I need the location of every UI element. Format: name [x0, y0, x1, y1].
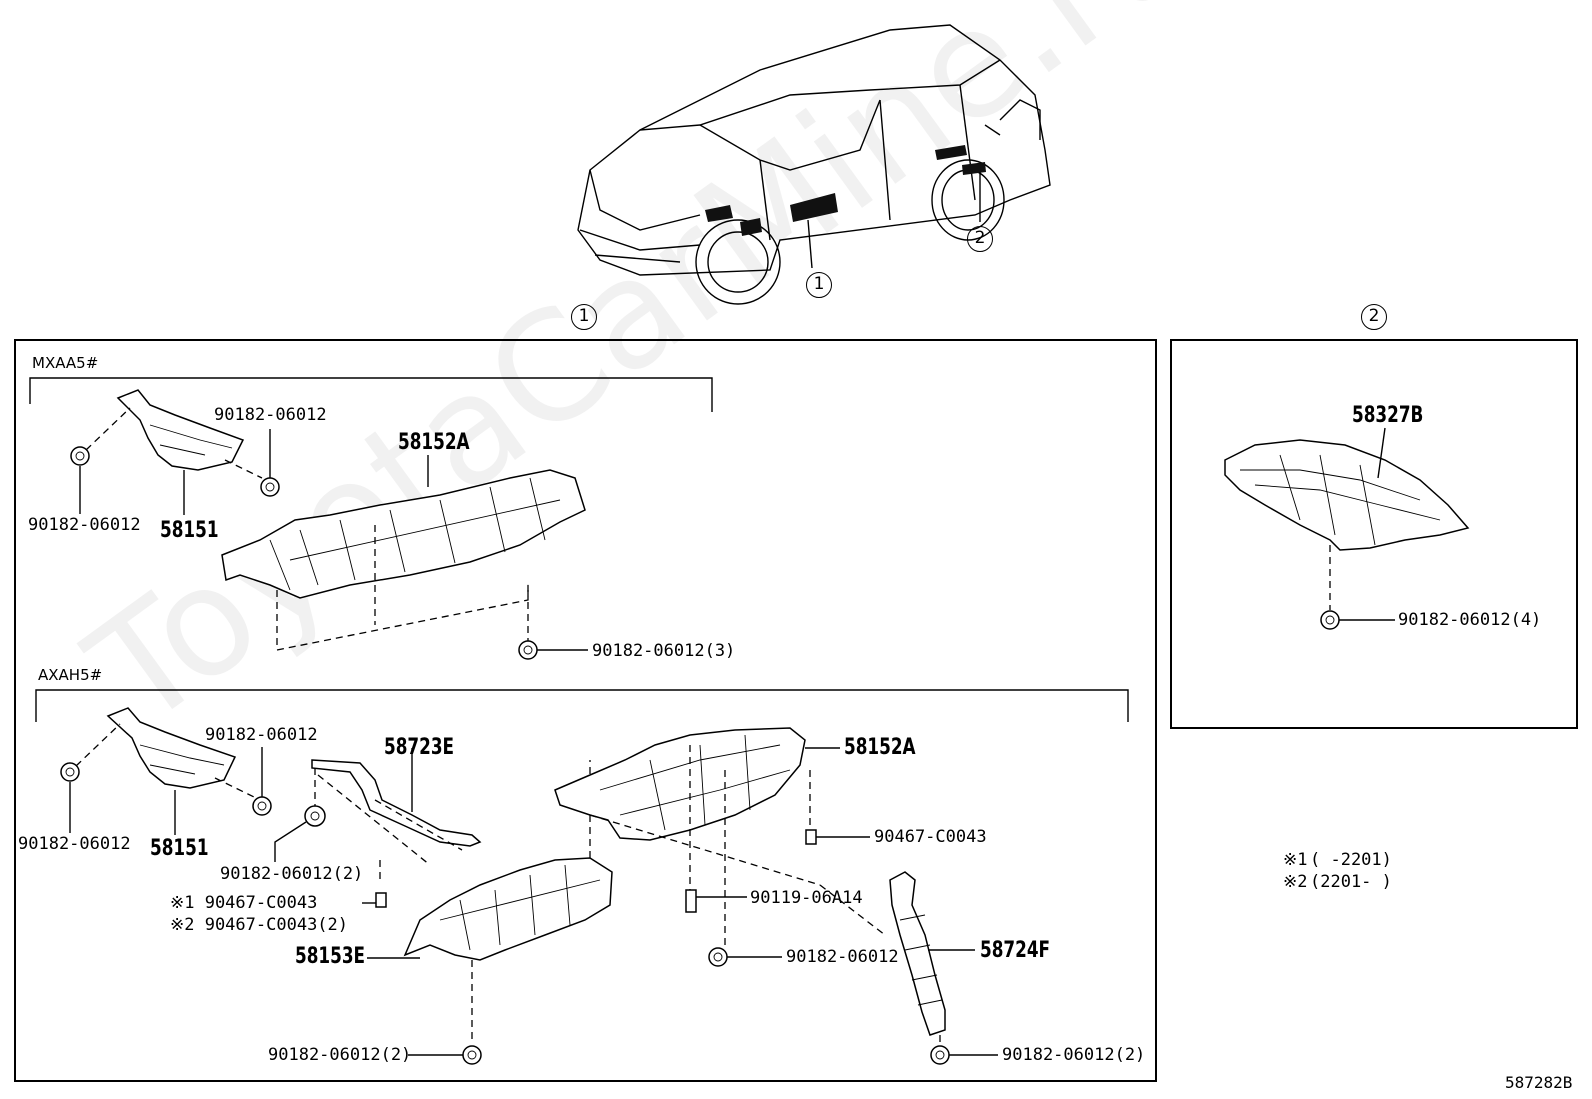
axah5-bracket-line — [35, 689, 1129, 722]
label-58327b: 58327B — [1352, 403, 1424, 428]
insulator-58724f — [889, 871, 946, 1036]
note-1-text: ( -2201) — [1310, 850, 1392, 870]
label-mx-58152a: 58152A — [398, 430, 470, 455]
label-ax-nut-left: 90182-06012 — [18, 834, 131, 854]
label-ax-clip-2: ※2 90467-C0043(2) — [170, 915, 349, 935]
label-mx-58151: 58151 — [160, 518, 219, 543]
label-ax-58153e: 58153E — [295, 944, 366, 969]
label-ax-nut-top: 90182-06012 — [205, 725, 318, 745]
label-rear-nut: 90182-06012(4) — [1398, 610, 1542, 630]
bracket-58723e — [311, 759, 482, 847]
insulator-58327b — [1224, 439, 1470, 551]
insulator-58152a-top — [221, 469, 586, 599]
label-ax-nut-2a: 90182-06012(2) — [220, 864, 364, 884]
label-mx-nut-bottom: 90182-06012(3) — [592, 641, 736, 661]
section-mxaa5: MXAA5# — [32, 354, 99, 372]
callout-2: 2 — [967, 226, 993, 252]
panel-1-frame — [14, 339, 1157, 1082]
label-ax-58723e: 58723E — [384, 735, 455, 760]
label-mx-nut-left: 90182-06012 — [28, 515, 141, 535]
section-axah5: AXAH5# — [38, 666, 103, 684]
nut-icon — [70, 446, 90, 466]
callout-1: 1 — [806, 272, 832, 298]
label-ax-58151: 58151 — [150, 836, 209, 861]
insulator-58151-top — [116, 389, 245, 471]
label-ax-nut-mid: 90182-06012 — [786, 947, 899, 967]
panel-2-marker: 2 — [1361, 304, 1387, 330]
insulator-58151-bottom — [106, 707, 237, 789]
label-ax-bolt: 90119-06A14 — [750, 888, 863, 908]
label-ax-clip-1: ※1 90467-C0043 — [170, 893, 318, 913]
note-2-text: (2201- ) — [1310, 872, 1392, 892]
vehicle-illustration — [577, 24, 1051, 305]
insulator-58153e — [403, 857, 613, 961]
note-1-mark: ※1 — [1283, 850, 1308, 870]
panel-1-marker: 1 — [571, 304, 597, 330]
bolt-icon — [685, 889, 697, 913]
label-ax-nut-2b: 90182-06012(2) — [268, 1045, 412, 1065]
panel-2-frame — [1170, 339, 1578, 729]
nut-icon — [60, 762, 80, 782]
label-ax-58152a: 58152A — [844, 735, 916, 760]
label-mx-nut-top: 90182-06012 — [214, 405, 327, 425]
clip-icon — [375, 892, 387, 908]
label-ax-nut-2c: 90182-06012(2) — [1002, 1045, 1146, 1065]
label-ax-clip-right: 90467-C0043 — [874, 827, 987, 847]
mxaa5-bracket-line — [29, 377, 713, 412]
label-ax-58724f: 58724F — [980, 938, 1051, 963]
note-2-mark: ※2 — [1283, 872, 1308, 892]
figure-code: 587282B — [1505, 1073, 1573, 1092]
